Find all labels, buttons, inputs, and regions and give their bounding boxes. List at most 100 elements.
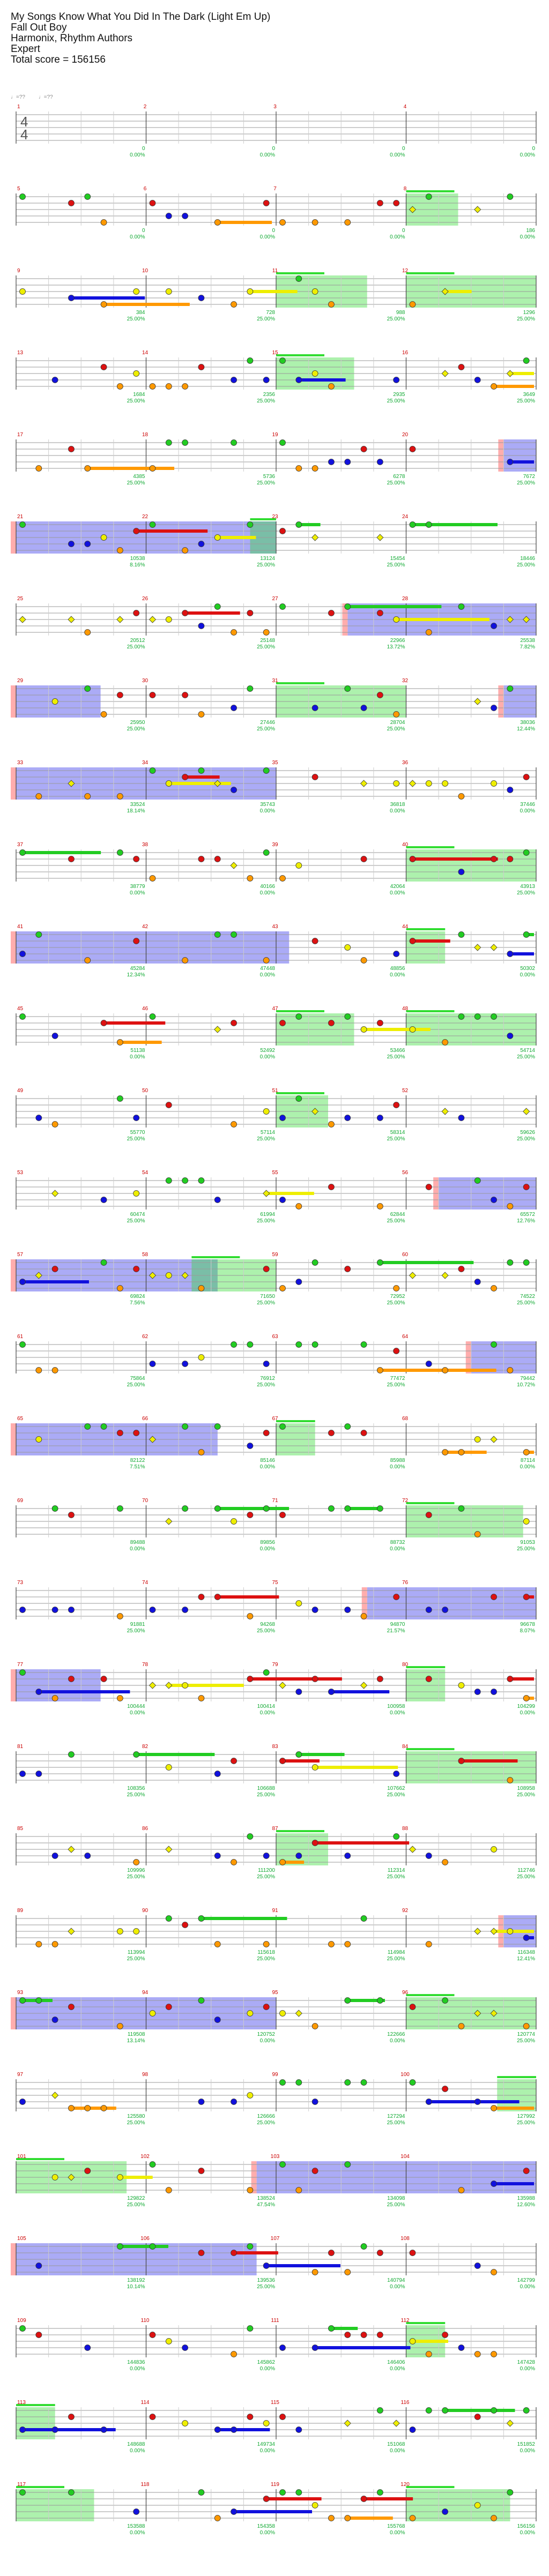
orange-note: [360, 1613, 367, 1619]
measure-number: 97: [17, 2072, 24, 2078]
measure-score: 100958: [387, 1704, 405, 1709]
green-note: [247, 2243, 254, 2250]
measure-score: 108958: [517, 1786, 536, 1791]
red-note: [491, 1594, 497, 1600]
measure-score: 728: [266, 310, 275, 316]
measure-score: 151068: [387, 2441, 405, 2447]
measure-score: 147428: [517, 2360, 536, 2365]
measure-number: 9: [17, 268, 20, 274]
yellow-note: [182, 2420, 189, 2426]
measure-number: 21: [17, 514, 24, 520]
green-note: [247, 1341, 254, 1348]
measure-score: 120752: [257, 2032, 276, 2037]
green-note: [19, 1341, 26, 1348]
red-note: [376, 692, 383, 698]
measure-percent: 0.00%: [520, 2284, 535, 2290]
red-note: [247, 1676, 254, 1682]
blue-note: [474, 1279, 481, 1285]
red-note: [68, 200, 75, 206]
orange-note: [507, 1203, 514, 1209]
blue-note: [458, 869, 465, 875]
orange-note: [116, 547, 123, 554]
measure-score: 139536: [257, 2278, 276, 2283]
red-note: [182, 610, 189, 616]
red-note: [393, 1594, 400, 1600]
orange-note: [116, 2023, 123, 2029]
red-note: [84, 2168, 91, 2174]
measure-number: 49: [17, 1088, 24, 1094]
measure-score: 138524: [257, 2196, 276, 2201]
measure-percent: 25.00%: [387, 316, 405, 322]
measure-number: 42: [142, 924, 149, 930]
orange-note: [474, 1531, 481, 1537]
chart-row: 414528412.34%42474480.00%43488560.00%445…: [11, 924, 537, 978]
red-note: [100, 1676, 107, 1682]
measure-number: 18: [142, 432, 149, 438]
measure-number: 72: [402, 1498, 409, 1504]
red-sustain: [526, 1595, 534, 1599]
measure-percent: 0.00%: [390, 2038, 405, 2044]
measure-number: 83: [272, 1744, 278, 1750]
starpower-bar: [406, 1748, 455, 1750]
measure-number: 96: [402, 1990, 409, 1996]
measure-percent: 0.00%: [260, 152, 275, 158]
measure-percent: 25.00%: [517, 1874, 535, 1880]
yellow-note: [149, 2010, 156, 2017]
red-note: [523, 1184, 530, 1190]
red-note: [182, 692, 189, 698]
green-note: [507, 193, 514, 200]
measure-number: 32: [402, 678, 409, 684]
starpower-bar: [276, 1010, 324, 1012]
yellow-note: [279, 2010, 286, 2017]
red-sustain: [185, 611, 240, 615]
measure-score: 1684: [133, 392, 145, 398]
measure-score: 79442: [520, 1376, 535, 1382]
measure-number: 1: [17, 104, 20, 110]
measure-score: 104299: [517, 1704, 536, 1709]
orange-sustain: [71, 2107, 116, 2110]
blue-sustain: [315, 2346, 411, 2349]
measure-number: 40: [402, 842, 409, 848]
measure-number: 41: [17, 924, 24, 930]
measure-score: 145862: [257, 2360, 276, 2365]
yellow-note: [311, 370, 318, 377]
yellow-note: [474, 1436, 481, 1443]
hopo-note: [409, 780, 417, 787]
red-sustain: [412, 939, 450, 943]
green-note: [68, 1751, 75, 1758]
orange-sustain: [217, 221, 272, 224]
measure-percent: 25.00%: [517, 890, 535, 896]
red-note: [100, 1020, 107, 1026]
hopo-note: [295, 2010, 302, 2017]
measure-number: 112: [401, 2318, 410, 2324]
red-note: [344, 1266, 351, 1272]
measure-number: 67: [272, 1416, 278, 1422]
blue-note: [409, 2426, 416, 2433]
blue-note: [35, 1771, 42, 1777]
measure-percent: 8.16%: [130, 562, 145, 568]
measure-score: 54714: [520, 1048, 535, 1054]
measure-number: 93: [17, 1990, 24, 1996]
hopo-note: [474, 206, 481, 213]
yellow-sustain: [445, 290, 472, 293]
measure-number: 86: [142, 1826, 149, 1832]
green-note: [523, 357, 530, 364]
green-note: [84, 193, 91, 200]
blue-note: [442, 1607, 449, 1613]
measure-score: 94268: [260, 1622, 275, 1627]
measure-score: 47448: [260, 966, 275, 972]
measure-number: 105: [17, 2236, 26, 2242]
measure-percent: 0.00%: [390, 2366, 405, 2372]
measure-number: 70: [142, 1498, 149, 1504]
measure-number: 110: [141, 2318, 150, 2324]
measure-percent: 0.00%: [520, 2530, 535, 2536]
starpower-bar: [406, 1666, 446, 1668]
orange-sustain: [120, 1041, 162, 1044]
measure-percent: 25.00%: [387, 726, 405, 732]
blue-note: [133, 2508, 140, 2515]
yellow-note: [100, 534, 107, 541]
measure-number: 59: [272, 1252, 278, 1258]
yellow-note: [295, 1600, 302, 1607]
orange-note: [100, 219, 107, 226]
hopo-note: [149, 616, 157, 623]
